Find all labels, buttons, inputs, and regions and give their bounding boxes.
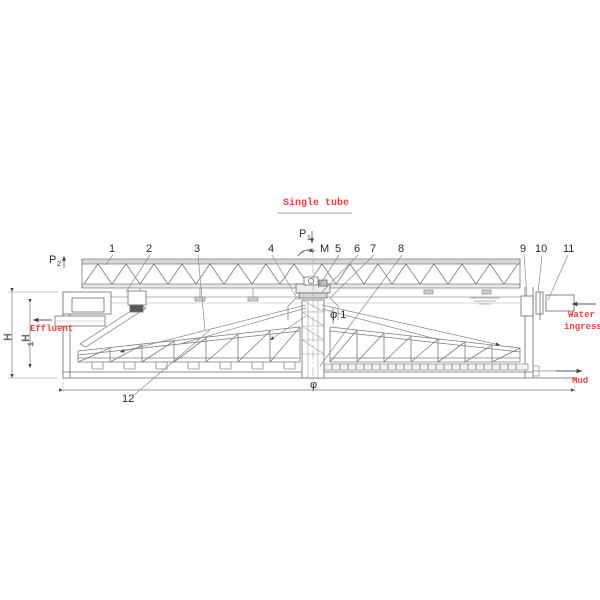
flow-label-effluent: Effluent (30, 317, 73, 334)
dimension-bottom-span (58, 378, 576, 394)
height-partial-subscript: 1 (28, 342, 35, 346)
height-total-label: H (3, 333, 14, 340)
central-drive-column (287, 248, 339, 392)
callout-7: 7 (370, 243, 376, 255)
lower-truss-left (77, 326, 301, 370)
callout-11: 11 (563, 243, 574, 255)
rotation-arc (301, 248, 317, 254)
water-level-symbol (470, 297, 500, 305)
motor-label: M (320, 243, 329, 255)
callout-5: 5 (335, 243, 341, 255)
inlet-part-9 (520, 295, 534, 317)
callout-12: 12 (122, 393, 134, 405)
callout-9: 9 (520, 243, 526, 255)
dimension-height-partial: H 1 (21, 298, 35, 368)
top-truss-web (83, 263, 519, 285)
callout-6: 6 (354, 243, 360, 255)
pressure-tap-left: P 2 (49, 254, 66, 268)
diameter-inner-marker: φ 1 (330, 308, 346, 324)
mud-label: Mud (572, 376, 588, 386)
sludge-collection-pipe (317, 363, 529, 371)
water-ingress-line1: Water (568, 310, 595, 320)
callout-10: 10 (535, 243, 547, 255)
phi-1-label: φ 1 (330, 309, 346, 321)
motor-marker: M (297, 243, 329, 257)
callout-4: 4 (268, 243, 274, 255)
dimension-height-total: H (3, 287, 58, 379)
pressure-tap-top: P 1 (299, 228, 314, 243)
effluent-label: Effluent (30, 324, 73, 334)
phi-bottom-label: φ (310, 379, 317, 391)
effluent-launder (54, 290, 147, 348)
p1-subscript: 1 (307, 235, 311, 242)
title-text: Single tube (283, 197, 349, 209)
p2-label: P (49, 254, 56, 266)
inlet-part-10 (535, 291, 544, 315)
water-ingress-line2: ingress (564, 322, 600, 332)
p2-subscript: 2 (57, 261, 61, 268)
stay-cables (119, 304, 501, 353)
top-truss-upper-rail (81, 258, 521, 265)
inlet-assembly (520, 291, 575, 320)
callout-1: 1 (109, 243, 115, 255)
inlet-part-11 (545, 294, 575, 312)
title-group: Single tube (277, 197, 352, 214)
callout-2: 2 (146, 243, 152, 255)
flow-label-water-ingress: Water ingress (564, 301, 600, 332)
flow-label-mud: Mud (532, 365, 588, 386)
diameter-bottom-marker: φ (310, 379, 317, 391)
callout-numbers: 1 2 3 4 5 6 7 8 9 10 11 12 (109, 243, 574, 405)
lower-truss-right (329, 326, 521, 363)
callout-3: 3 (194, 243, 200, 255)
callout-8: 8 (398, 243, 404, 255)
height-partial-label: H (21, 334, 32, 341)
p1-label: P (299, 228, 306, 240)
callout-leaders (104, 254, 569, 397)
